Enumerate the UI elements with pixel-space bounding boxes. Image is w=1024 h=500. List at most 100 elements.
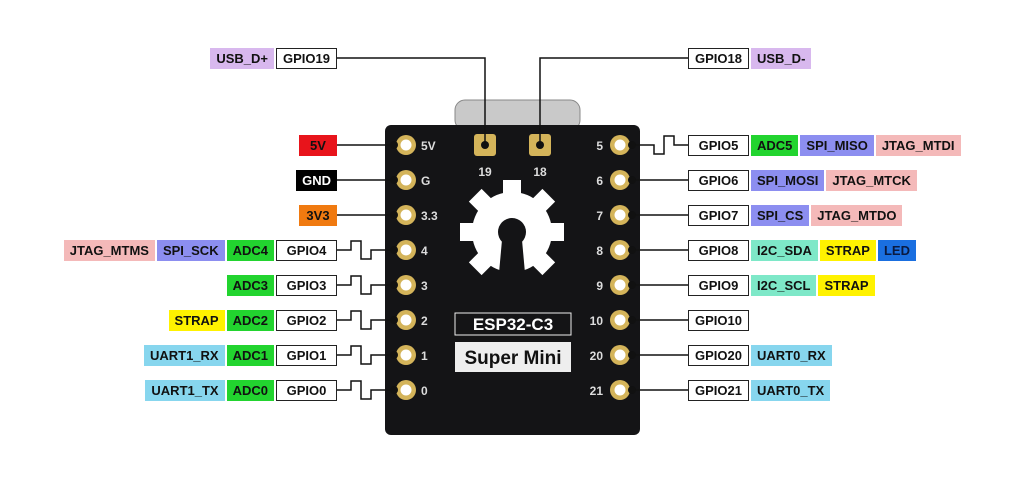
pin-label-gpio: GPIO2 bbox=[276, 310, 337, 331]
connector-dot bbox=[390, 316, 398, 324]
pad-hole bbox=[400, 139, 412, 151]
pad-hole bbox=[400, 174, 412, 186]
model-name: Super Mini bbox=[464, 348, 561, 369]
pin-label-gpio: GPIO20 bbox=[688, 345, 749, 366]
pad-hole bbox=[614, 314, 626, 326]
pad-number: 1 bbox=[421, 349, 428, 363]
connector-line bbox=[337, 57, 486, 145]
pad-number: 18 bbox=[533, 165, 547, 179]
pin-label-i2c: I2C_SDA bbox=[751, 240, 818, 261]
pin-label-adc: ADC5 bbox=[751, 135, 799, 156]
connector-dot bbox=[628, 246, 636, 254]
pin-label-jtag: JTAG_MTCK bbox=[826, 170, 917, 191]
connector-dot bbox=[390, 281, 398, 289]
pad-number: 3.3 bbox=[421, 209, 438, 223]
connector-dot bbox=[628, 176, 636, 184]
pin-label-adc: ADC0 bbox=[226, 380, 274, 401]
pad-hole bbox=[614, 174, 626, 186]
pin-label-row: 3V3 bbox=[299, 205, 337, 226]
pin-label-uart: UART0_TX bbox=[751, 380, 831, 401]
pad-hole bbox=[400, 314, 412, 326]
pin-label-uart: UART1_TX bbox=[145, 380, 225, 401]
pin-label-adc: ADC2 bbox=[226, 310, 274, 331]
connector-dot bbox=[628, 211, 636, 219]
model-label-box bbox=[455, 342, 571, 372]
pin-label-uart: UART1_RX bbox=[143, 345, 225, 366]
pin-label-row: GPIO10 bbox=[688, 310, 749, 331]
connector-dot bbox=[390, 351, 398, 359]
pad-number: 0 bbox=[421, 384, 428, 398]
pad-number: 5 bbox=[596, 139, 603, 153]
pin-label-gpio: GPIO18 bbox=[688, 48, 749, 69]
connector-dot bbox=[390, 176, 398, 184]
connector-line bbox=[632, 135, 688, 155]
pin-label-power5v: 5V bbox=[299, 135, 337, 156]
pad-number: 21 bbox=[590, 384, 604, 398]
connector-line bbox=[337, 310, 394, 330]
chip-label-box bbox=[454, 312, 572, 336]
pin-label-usb: USB_D+ bbox=[210, 48, 274, 69]
pad-number: 3 bbox=[421, 279, 428, 293]
pad-number: 9 bbox=[596, 279, 603, 293]
pad-hole bbox=[614, 244, 626, 256]
connector-line bbox=[337, 240, 394, 260]
pad-number: 5V bbox=[421, 139, 436, 153]
pin-label-gpio: GPIO6 bbox=[688, 170, 749, 191]
pad-hole bbox=[400, 244, 412, 256]
connector-dot bbox=[390, 386, 398, 394]
pin-label-gpio: GPIO4 bbox=[276, 240, 337, 261]
pad-hole bbox=[400, 349, 412, 361]
connector-line bbox=[337, 275, 394, 295]
pin-label-adc: ADC1 bbox=[226, 345, 274, 366]
pin-label-usb: USB_D- bbox=[751, 48, 812, 69]
pin-label-gpio: GPIO8 bbox=[688, 240, 749, 261]
pad-number: 2 bbox=[421, 314, 428, 328]
pad-hole bbox=[614, 279, 626, 291]
pin-label-gpio: GPIO19 bbox=[276, 48, 337, 69]
pad-number: G bbox=[421, 174, 430, 188]
pad-number: 20 bbox=[590, 349, 604, 363]
pad-hole bbox=[614, 384, 626, 396]
connector-line bbox=[337, 380, 394, 400]
pad-hole bbox=[614, 209, 626, 221]
pin-label-gpio: GPIO1 bbox=[276, 345, 337, 366]
pin-label-gnd: GND bbox=[296, 170, 337, 191]
pin-label-spi: SPI_MOSI bbox=[751, 170, 825, 191]
pad-hole bbox=[400, 384, 412, 396]
connector-line bbox=[337, 345, 394, 365]
connector-dot bbox=[628, 316, 636, 324]
pad-hole bbox=[400, 279, 412, 291]
connector-dot bbox=[390, 246, 398, 254]
connector-dot bbox=[628, 351, 636, 359]
connector-line bbox=[539, 57, 688, 145]
pin-label-jtag: JTAG_MTDI bbox=[875, 135, 961, 156]
pin-label-jtag: JTAG_MTDO bbox=[811, 205, 903, 226]
connector-dot bbox=[390, 211, 398, 219]
pin-label-gpio: GPIO3 bbox=[276, 275, 337, 296]
pin-label-gpio: GPIO5 bbox=[688, 135, 749, 156]
chip-name: ESP32-C3 bbox=[473, 315, 553, 334]
pin-label-gpio: GPIO0 bbox=[276, 380, 337, 401]
connector-dot bbox=[628, 141, 636, 149]
pin-label-row: GND bbox=[296, 170, 337, 191]
pin-label-strap: STRAP bbox=[168, 310, 225, 331]
gear-logo-icon bbox=[460, 180, 564, 284]
pad-hole bbox=[614, 349, 626, 361]
connector-dot bbox=[628, 386, 636, 394]
pad-number: 10 bbox=[590, 314, 604, 328]
pin-label-strap: STRAP bbox=[819, 240, 876, 261]
pin-label-gpio: GPIO9 bbox=[688, 275, 749, 296]
pad-number: 6 bbox=[596, 174, 603, 188]
